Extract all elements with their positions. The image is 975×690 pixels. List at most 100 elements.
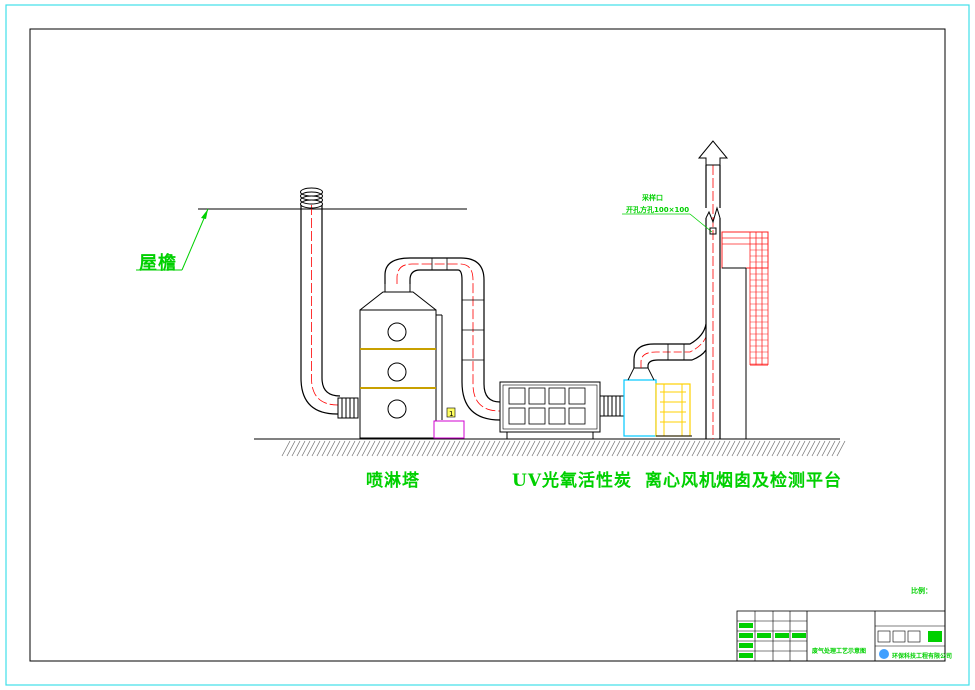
ground-hatch-line (591, 440, 601, 457)
ground-hatch-line (541, 440, 551, 457)
ground-hatch-line (381, 440, 391, 457)
ground-hatch-line (701, 440, 711, 457)
uv-lamp-cell (528, 407, 546, 425)
ground-hatch-line (396, 440, 406, 457)
chimney-platform-label: 烟囱及检测平台 (716, 471, 842, 491)
ground-hatch-line (536, 440, 546, 457)
ground-hatch-line (446, 440, 456, 457)
roof-eave-label: 屋檐 (139, 253, 177, 274)
intake-duct (300, 187, 359, 419)
uv-lamp-cell (508, 387, 526, 405)
ground-hatch-line (526, 440, 536, 457)
ground-hatch-line (826, 440, 836, 457)
fan-outlet-duct (633, 323, 707, 368)
tower-mark: 1 (449, 410, 453, 418)
ground-hatch-line (366, 440, 376, 457)
ground-hatch-line (666, 440, 676, 457)
ground-hatch-line (651, 440, 661, 457)
uv-lamp-cell (508, 407, 526, 425)
ground-hatch-line (786, 440, 796, 457)
ground-hatch-line (836, 440, 846, 457)
ground-hatch-line (621, 440, 631, 457)
ground-hatch-line (601, 440, 611, 457)
ground-hatch-line (631, 440, 641, 457)
ground-hatch-line (746, 440, 756, 457)
uv-carbon-label: UV光氧活性炭 (512, 471, 633, 491)
ground-hatch-line (726, 440, 736, 457)
ground-hatch-line (491, 440, 501, 457)
ground-hatch-line (331, 440, 341, 457)
ground-hatch-line (781, 440, 791, 457)
ground-hatch-line (761, 440, 771, 457)
ground-hatch-line (641, 440, 651, 457)
ground-hatch-line (706, 440, 716, 457)
ground-hatch-line (456, 440, 466, 457)
ground-hatch-line (431, 440, 441, 457)
title-block (736, 610, 946, 662)
ground-hatch-line (291, 440, 301, 457)
connecting-duct (384, 257, 501, 421)
ground-hatch-line (521, 440, 531, 457)
ground-hatch-line (596, 440, 606, 457)
ground-hatch-line (471, 440, 481, 457)
uv-carbon-unit (499, 381, 625, 439)
ground-hatch-line (341, 440, 351, 457)
fan-motor (655, 383, 691, 437)
ground-hatch-line (426, 440, 436, 457)
scale-note: 比例： (911, 587, 932, 595)
ground-hatch-line (566, 440, 576, 457)
ground-hatch-line (376, 440, 386, 457)
ground-hatch-line (486, 440, 496, 457)
ground-hatch-line (351, 440, 361, 457)
ground-hatch-line (606, 440, 616, 457)
ground-hatch-line (626, 440, 636, 457)
ground-hatch-line (386, 440, 396, 457)
ground-hatch-line (586, 440, 596, 457)
ground-hatch-line (556, 440, 566, 457)
ground-hatch-line (581, 440, 591, 457)
ground-hatch-line (336, 440, 346, 457)
ground-hatch-line (391, 440, 401, 457)
roof-arrow (201, 209, 208, 219)
title-block-field (757, 633, 771, 638)
sampling-port-label: 采样口 (642, 194, 663, 202)
uv-lamp-cell (568, 407, 586, 425)
ground-hatch-line (656, 440, 666, 457)
centrifugal-fan (623, 367, 692, 437)
outer-frame (5, 4, 970, 686)
ground-hatch-line (441, 440, 451, 457)
ground-hatch-line (326, 440, 336, 457)
ground-hatch-line (316, 440, 326, 457)
ground-hatch-line (531, 440, 541, 457)
ground-hatch-line (721, 440, 731, 457)
ground-hatch-line (416, 440, 426, 457)
ground-hatch-line (671, 440, 681, 457)
ground-hatch-line (551, 440, 561, 457)
ground-hatch-line (751, 440, 761, 457)
ground-hatch-line (716, 440, 726, 457)
inner-frame (29, 28, 946, 662)
ground-hatch-line (311, 440, 321, 457)
ground-hatch-line (481, 440, 491, 457)
ground-hatch-line (561, 440, 571, 457)
ground-hatch-line (696, 440, 706, 457)
ground-hatch-line (676, 440, 686, 457)
pump-box (433, 420, 465, 439)
uv-lamp-cell (528, 387, 546, 405)
ground-hatch-line (711, 440, 721, 457)
ground-hatch-line (576, 440, 586, 457)
ground-hatch-line (801, 440, 811, 457)
sampling-port (709, 227, 717, 235)
ground-hatch-line (756, 440, 766, 457)
ground-hatch-line (301, 440, 311, 457)
centrifugal-fan-label: 离心风机 (645, 471, 717, 491)
ground-hatch-line (816, 440, 826, 457)
drawing-title: 废气处理工艺示意图 (812, 648, 867, 655)
title-block-field (792, 633, 806, 638)
ground-hatch-line (406, 440, 416, 457)
ground-hatch-line (476, 440, 486, 457)
ground-hatch-line (571, 440, 581, 457)
ground-hatch-line (501, 440, 511, 457)
ground-hatch-line (451, 440, 461, 457)
ground-hatch-line (681, 440, 691, 457)
